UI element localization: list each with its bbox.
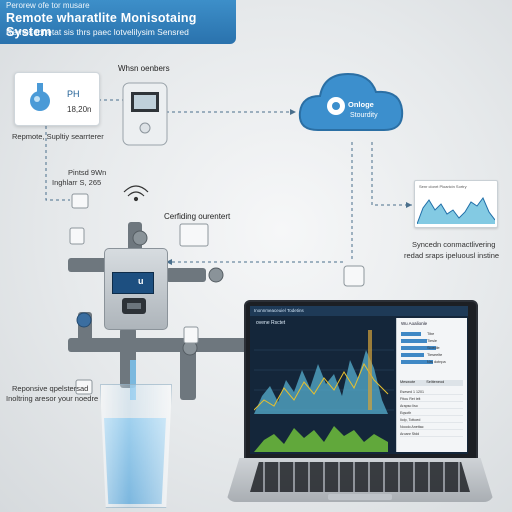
thumbnail-chart bbox=[417, 197, 495, 224]
table-row: Iiolp, Tottoed bbox=[400, 418, 463, 423]
ph-value: 18,20n bbox=[67, 105, 92, 114]
water-glass bbox=[100, 384, 172, 508]
meter-screen-text: u bbox=[138, 276, 144, 286]
panel-item-0: Tibe bbox=[427, 332, 435, 336]
screen-topbar-text: Inonnmeaceuiel Todetins bbox=[254, 308, 304, 313]
arrow-head bbox=[166, 259, 172, 265]
dashboard-chart bbox=[254, 330, 394, 452]
pipe-network bbox=[68, 222, 258, 400]
header-banner: Perorew ofe tor musare Remote wharatlite… bbox=[0, 0, 236, 44]
ph-sensor-card: PH 18,20n bbox=[14, 72, 100, 126]
thumbnail-chart-title: Senr clonrt Ploaricin Sortry bbox=[419, 184, 467, 189]
ph-label: PH bbox=[67, 89, 80, 99]
panel-bar-3 bbox=[401, 353, 424, 357]
sensor-down-link bbox=[45, 126, 70, 201]
synced-label-1: Syncedn conmactlivering bbox=[412, 240, 496, 249]
panel-bar-4 bbox=[401, 360, 433, 364]
cloud-to-chart-link bbox=[371, 142, 412, 206]
side-panel: Wu Aoalionle Tibe Tiesle Sioedle Tieseel… bbox=[396, 318, 467, 452]
water-stream bbox=[130, 360, 136, 400]
header-title: Remote wharatlite Monisotaing System bbox=[6, 11, 197, 39]
screen-topbar: Inonnmeaceuiel Todetins bbox=[250, 306, 468, 316]
table-row: Noodo Anettac bbox=[400, 425, 463, 430]
panel-table-head: Meswote Seliteneod bbox=[400, 380, 463, 386]
dashboard-title: ovene Rsctet bbox=[256, 320, 286, 326]
wifi-icon bbox=[123, 185, 149, 202]
laptop-screen: Inonnmeaceuiel Todetins ovene Rsctet Wu … bbox=[250, 306, 468, 454]
meter-button bbox=[122, 298, 146, 314]
table-row: Arapso liso bbox=[400, 404, 463, 409]
synced-label-2: redad sraps ipeluousl instine bbox=[404, 251, 500, 260]
responsive-label-2: Inoltring aresor your noedre bbox=[6, 394, 99, 403]
table-head-col-0: Meswote bbox=[400, 380, 416, 384]
table-head-col-1: Seliteneod bbox=[426, 380, 445, 384]
meter-screen bbox=[112, 272, 154, 294]
panel-item-4: Nrs dotnpa bbox=[427, 360, 446, 364]
cloud-icon bbox=[298, 72, 404, 131]
sensor-caption: Repmote, Supltiy searrterer bbox=[12, 132, 104, 141]
panel-bar-0 bbox=[401, 332, 421, 336]
controller-device bbox=[122, 82, 168, 146]
panel-item-2: Sioedle bbox=[427, 346, 440, 350]
panel-item-3: Tieseelte bbox=[427, 353, 443, 357]
side-panel-title: Wu Aoalionle bbox=[401, 321, 428, 326]
sensor-nodes bbox=[69, 193, 365, 395]
laptop-trackpad bbox=[328, 494, 392, 500]
ph-probe-icon bbox=[30, 83, 50, 111]
arrow-head bbox=[290, 109, 296, 115]
arrow-head bbox=[406, 202, 412, 208]
header-subtitle: Remos tof etat sis thrs paec lotvelilysi… bbox=[6, 27, 189, 37]
table-row: Aroanr Stdd bbox=[400, 432, 463, 437]
panel-bar-2 bbox=[401, 346, 436, 350]
cerfiding-label: Cerfiding ourentert bbox=[164, 212, 231, 221]
pintod-label-2: Inghlarr S, 265 bbox=[52, 178, 102, 187]
table-row: Eqsoth bbox=[400, 411, 463, 416]
thumbnail-chart-card: Senr clonrt Ploaricin Sortry bbox=[414, 180, 498, 228]
laptop-keyboard bbox=[250, 462, 470, 492]
when-sensors-label: Whsn oenbers bbox=[118, 64, 170, 73]
pintod-label-1: Pintsd 9Wn bbox=[68, 168, 107, 177]
table-row: Fttou Ret lelt bbox=[400, 397, 463, 402]
table-row: Esesed 1 1201 bbox=[400, 390, 463, 395]
panel-bar-1 bbox=[401, 339, 427, 343]
header-eyebrow: Perorew ofe tor musare bbox=[6, 1, 90, 10]
responsive-label-1: Reponsive qpelstersad bbox=[12, 384, 89, 393]
panel-item-1: Tiesle bbox=[427, 339, 437, 343]
cloud-label-1: Onloge bbox=[348, 100, 374, 109]
cloud-label-2: Stourdity bbox=[350, 112, 378, 119]
